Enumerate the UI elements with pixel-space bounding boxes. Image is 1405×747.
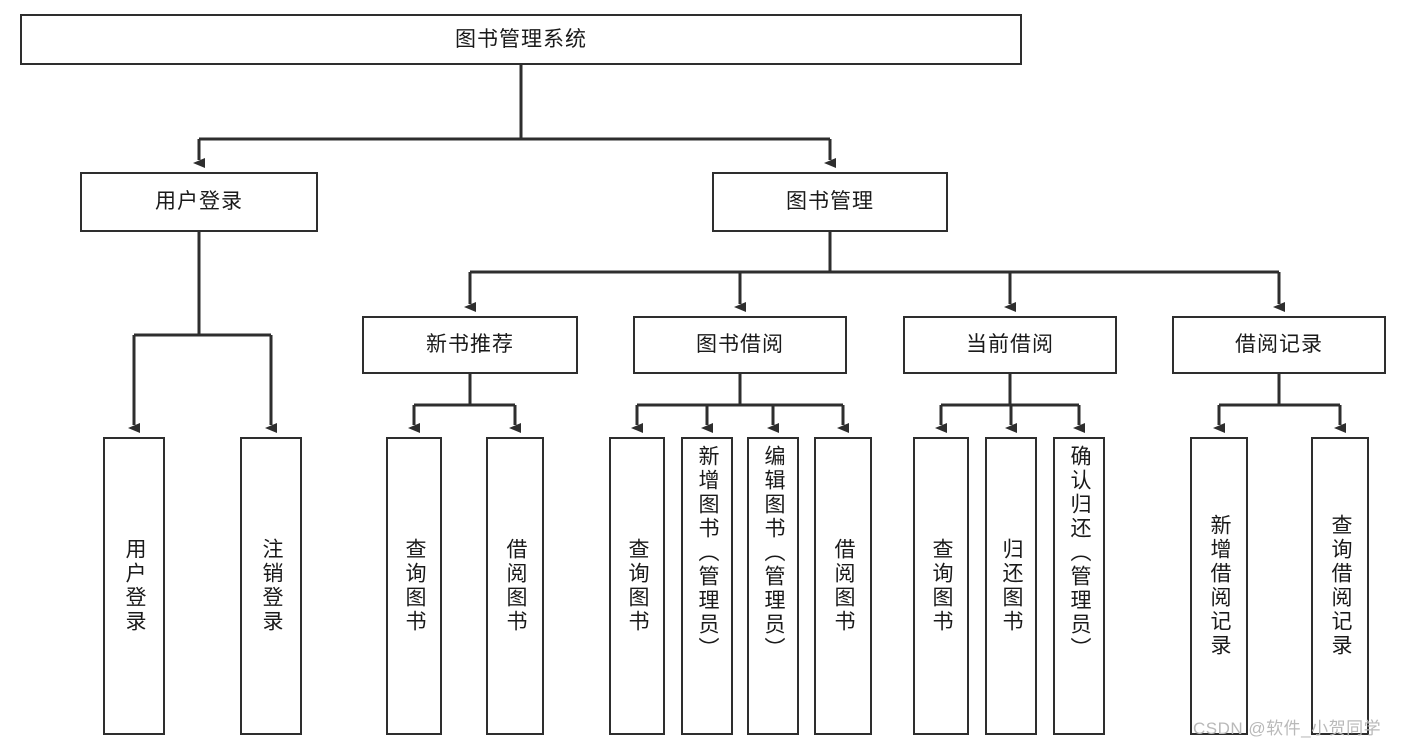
csdn-watermark: CSDN @软件_小贺同学 [1193,719,1382,738]
node-leaf-query-book-borrow[interactable]: 查询图书 [609,437,665,735]
node-new-book-recommend[interactable]: 新书推荐 [362,316,578,374]
node-leaf-user-logout[interactable]: 注销登录 [240,437,302,735]
node-borrow-record[interactable]: 借阅记录 [1172,316,1386,374]
node-label: 图书管理系统 [455,27,587,51]
node-label: 查询图书 [626,538,650,634]
node-label: 用户登录 [123,538,147,634]
node-leaf-confirm-return-admin[interactable]: 确认归还（管理员） [1053,437,1105,735]
node-leaf-add-borrow-record[interactable]: 新增借阅记录 [1190,437,1248,735]
node-label: 确认归还（管理员） [1068,445,1092,661]
node-label: 图书管理 [786,190,874,214]
node-label: 编辑图书（管理员） [762,445,786,661]
node-label: 查询借阅记录 [1329,514,1353,658]
node-leaf-query-book-current[interactable]: 查询图书 [913,437,969,735]
node-current-borrow[interactable]: 当前借阅 [903,316,1117,374]
node-leaf-borrow-book-rec[interactable]: 借阅图书 [486,437,544,735]
node-book-manage[interactable]: 图书管理 [712,172,948,232]
node-user-login[interactable]: 用户登录 [80,172,318,232]
node-label: 新书推荐 [426,333,514,357]
node-root-system[interactable]: 图书管理系统 [20,14,1022,65]
node-leaf-query-borrow-record[interactable]: 查询借阅记录 [1311,437,1369,735]
node-leaf-query-book-rec[interactable]: 查询图书 [386,437,442,735]
node-label: 查询图书 [930,538,954,634]
node-leaf-borrow-book[interactable]: 借阅图书 [814,437,872,735]
node-label: 用户登录 [155,190,243,214]
node-leaf-user-login[interactable]: 用户登录 [103,437,165,735]
node-leaf-edit-book-admin[interactable]: 编辑图书（管理员） [747,437,799,735]
node-book-borrow[interactable]: 图书借阅 [633,316,847,374]
node-leaf-add-book-admin[interactable]: 新增图书（管理员） [681,437,733,735]
node-leaf-return-book[interactable]: 归还图书 [985,437,1037,735]
node-label: 借阅图书 [832,538,856,634]
node-label: 注销登录 [260,538,284,634]
node-label: 归还图书 [1000,538,1024,634]
node-label: 图书借阅 [696,333,784,357]
node-label: 借阅记录 [1235,333,1323,357]
node-label: 新增借阅记录 [1208,514,1232,658]
node-label: 新增图书（管理员） [696,445,720,661]
node-label: 借阅图书 [504,538,528,634]
node-label: 查询图书 [403,538,427,634]
node-label: 当前借阅 [966,333,1054,357]
